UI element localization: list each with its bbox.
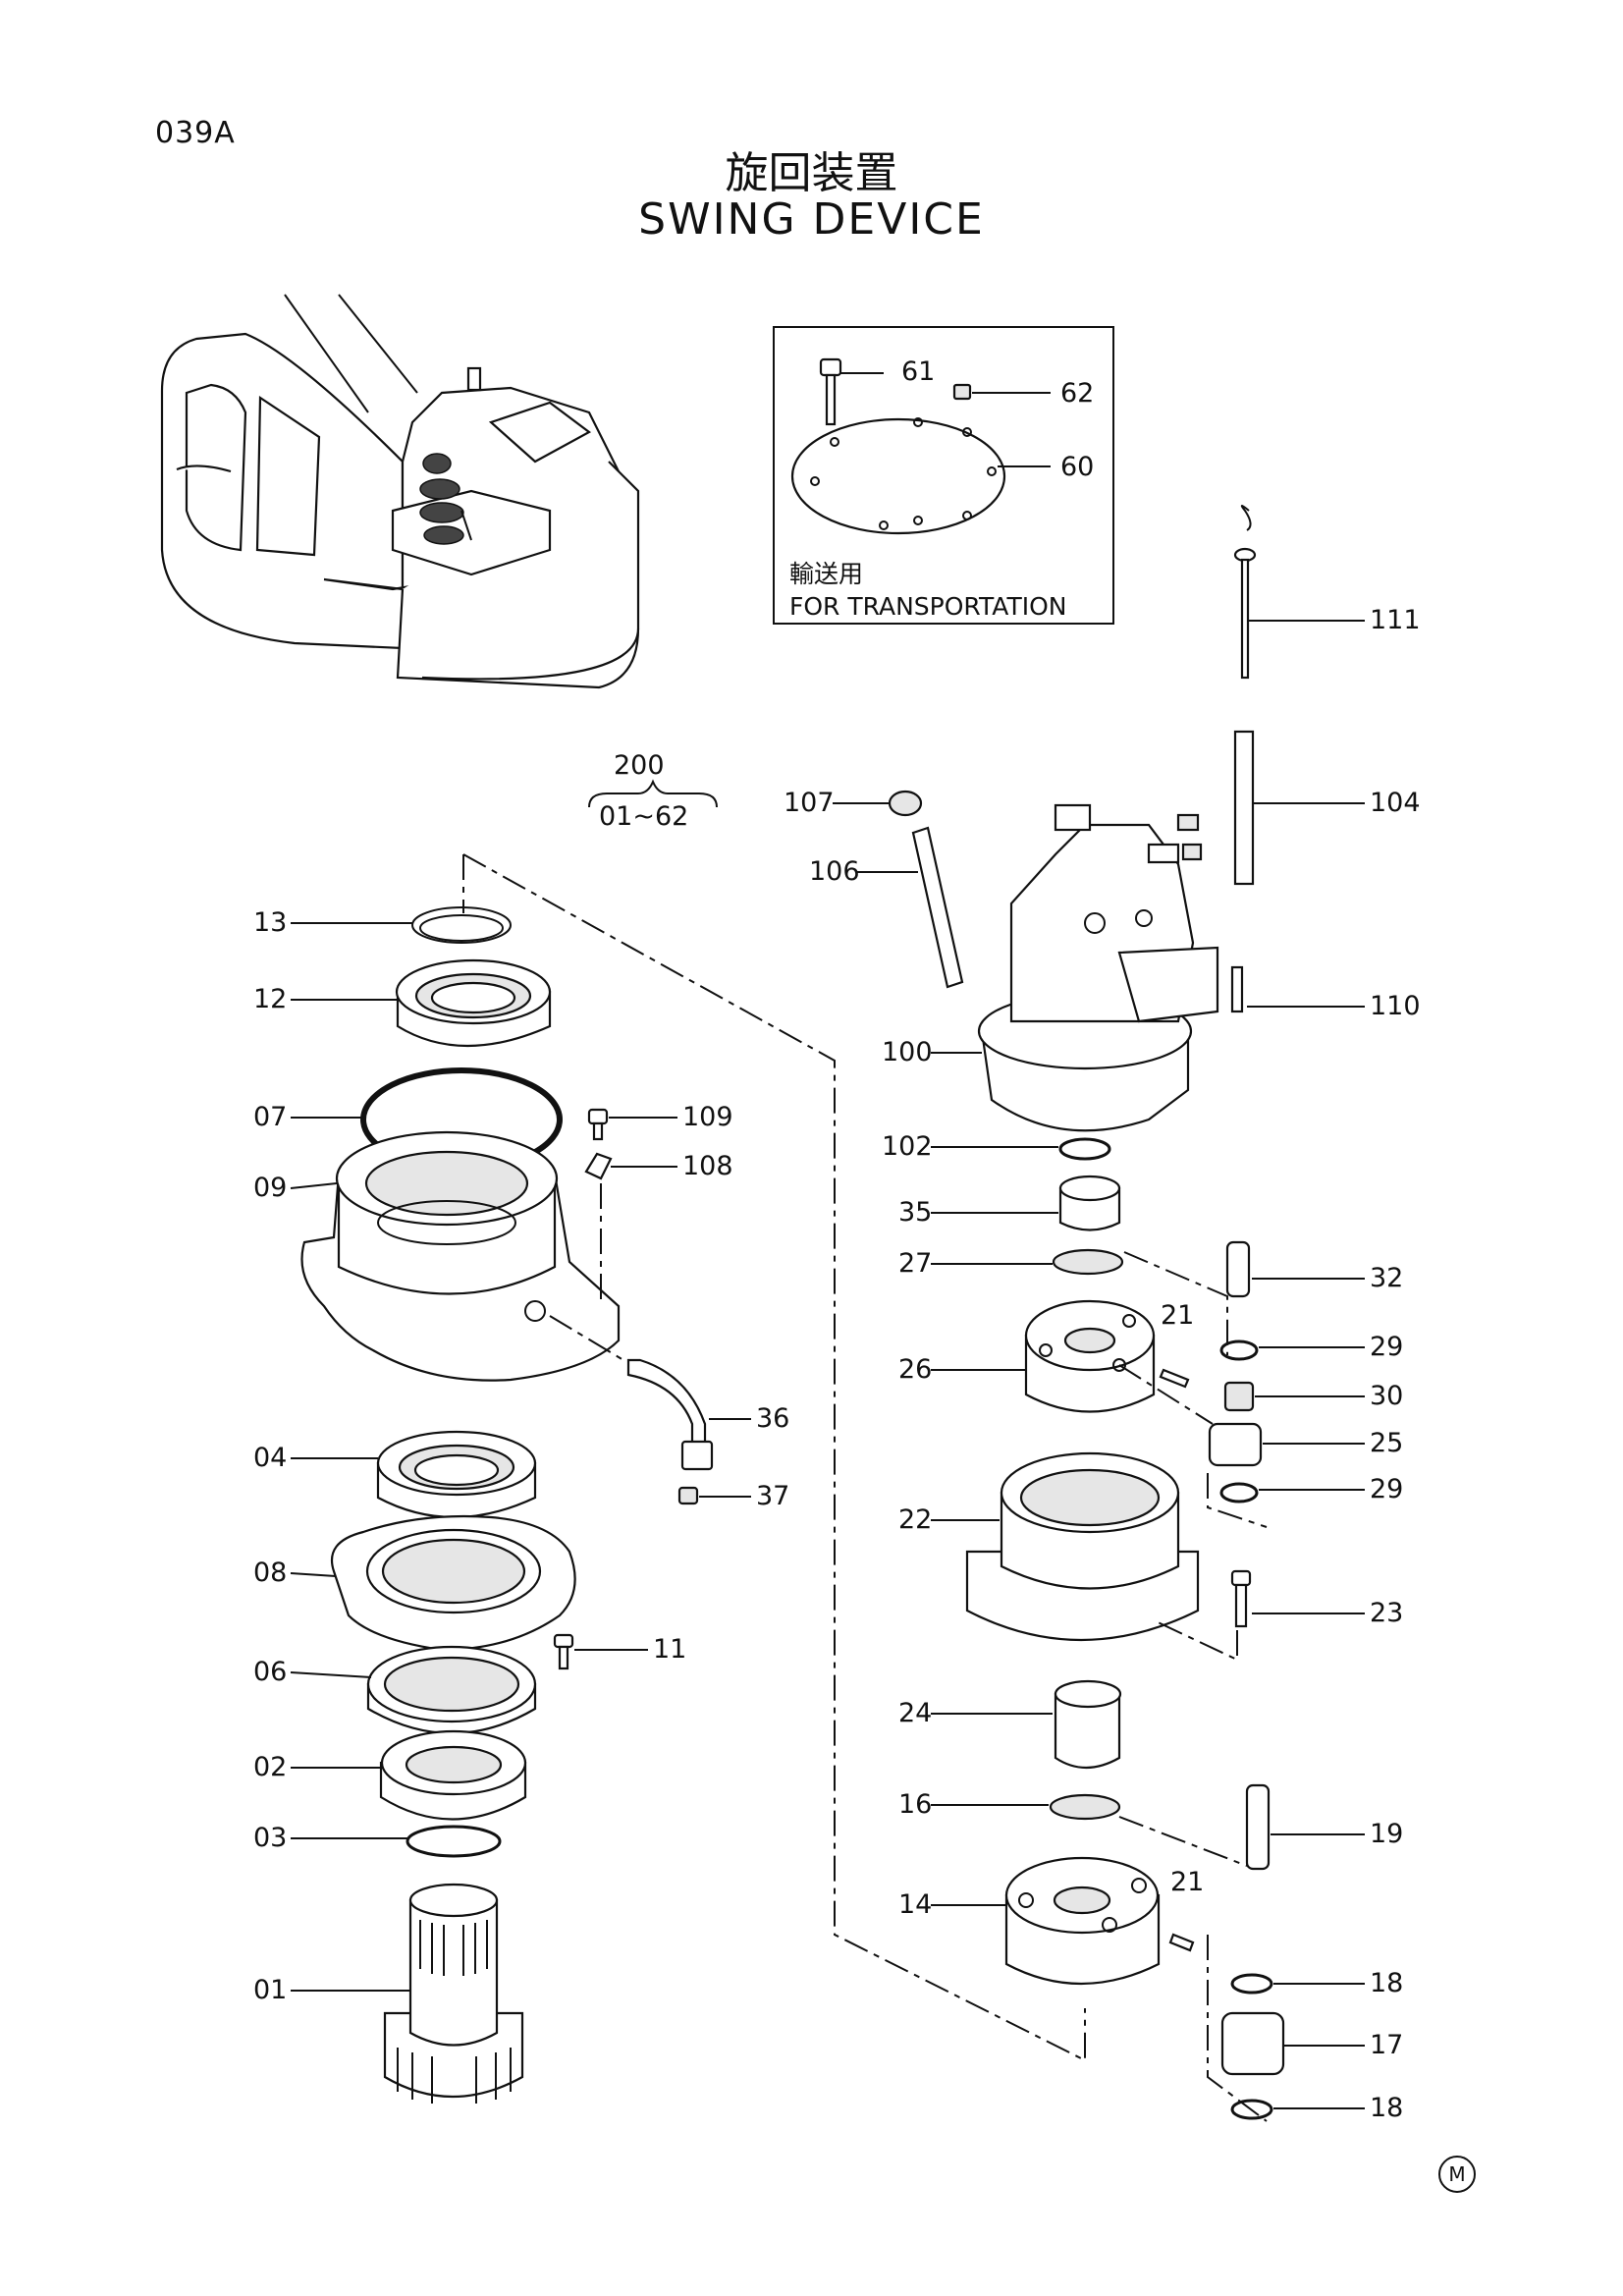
part-106-pipe [911,826,964,989]
callout-18-lower: 18 [1370,2093,1404,2123]
callout-07: 07 [253,1102,288,1132]
callout-16: 16 [898,1789,933,1820]
part-08-flange [330,1514,576,1652]
callout-11: 11 [653,1634,687,1665]
callout-01: 01 [253,1975,288,2005]
part-104-pipe [1233,730,1255,886]
callout-61: 61 [901,356,936,387]
part-19-pin [1245,1783,1271,1871]
callout-104: 104 [1370,788,1421,818]
part-29-washer-upper [1219,1339,1259,1361]
callout-100: 100 [882,1037,933,1067]
excavator-thumbnail [160,294,640,689]
assembly-number: 200 [614,750,665,781]
part-02-collar [379,1729,527,1821]
part-27-plate [1052,1248,1124,1276]
part-21-spring-pin-upper [1159,1368,1190,1389]
callout-18-upper: 18 [1370,1968,1404,1998]
part-102-shim [1058,1137,1111,1161]
part-17-planet-gear [1220,2011,1285,2076]
callout-62: 62 [1060,378,1095,409]
callout-19: 19 [1370,1819,1404,1849]
part-32-pin [1225,1240,1251,1298]
centerline-frame [462,853,1086,2062]
callout-107: 107 [784,788,835,818]
callout-111: 111 [1370,605,1421,635]
callout-24: 24 [898,1698,933,1728]
callout-06: 06 [253,1657,288,1687]
title-japanese: 旋回装置 [725,148,898,198]
callout-25: 25 [1370,1428,1404,1458]
callout-08: 08 [253,1558,288,1588]
part-29-washer-lower [1219,1482,1259,1503]
circled-m-mark: M [1438,2156,1476,2193]
part-100-swing-motor [977,803,1244,1132]
inset-caption-jp: 輸送用 [789,560,864,588]
inset-caption-en: FOR TRANSPORTATION [789,592,1067,621]
part-12-bearing [395,958,552,1047]
part-16-plate [1049,1793,1121,1821]
callout-09: 09 [253,1173,288,1203]
callout-23: 23 [1370,1598,1404,1628]
small-fasteners-left [549,1108,714,1670]
callout-110: 110 [1370,991,1421,1021]
page-code: 039A [155,116,236,150]
callout-14: 14 [898,1889,933,1920]
part-18-washer-upper [1230,1973,1273,1995]
callout-27: 27 [898,1248,933,1279]
part-107-plug [888,790,923,817]
part-09-housing [300,1130,621,1382]
part-04-bearing [376,1430,537,1519]
callout-106: 106 [809,856,860,887]
callout-04: 04 [253,1443,288,1473]
part-35-gear [1058,1175,1121,1231]
part-03-o-ring [406,1825,502,1858]
callout-29-upper: 29 [1370,1332,1404,1362]
callout-21-lower: 21 [1170,1867,1205,1897]
callout-36: 36 [756,1403,790,1434]
callout-26: 26 [898,1354,933,1385]
callout-21-upper: 21 [1161,1300,1195,1331]
transport-inset [773,326,1114,625]
part-22-ring-gear [965,1451,1200,1642]
callout-02: 02 [253,1752,288,1782]
callout-108: 108 [682,1151,733,1181]
callout-17: 17 [1370,2030,1404,2060]
callout-32: 32 [1370,1263,1404,1293]
part-06-seal [366,1645,537,1735]
callout-60: 60 [1060,452,1095,482]
callout-03: 03 [253,1823,288,1853]
callout-102: 102 [882,1131,933,1162]
callout-35: 35 [898,1197,933,1228]
part-24-sun-gear [1054,1679,1122,1769]
part-30-needle-bearing [1223,1381,1255,1412]
callout-30: 30 [1370,1381,1404,1411]
part-23-bolt [1153,1569,1252,1662]
part-13-snap-ring [411,906,512,944]
title-english: SWING DEVICE [638,194,985,245]
lower-planet-link-lines [1118,1816,1268,2122]
assembly-range: 01~62 [599,801,689,832]
part-26-carrier [1024,1299,1156,1413]
part-01-shaft [383,1883,524,2104]
assembly-brace [588,779,718,808]
callout-109: 109 [682,1102,733,1132]
callout-29-lower: 29 [1370,1474,1404,1504]
part-14-carrier [1004,1856,1161,1985]
part-21-spring-pin-lower [1168,1933,1195,1952]
planet-set-link-lines [1118,1251,1268,1528]
callout-12: 12 [253,984,288,1014]
part-111-dipstick [1233,505,1257,680]
callout-22: 22 [898,1504,933,1535]
part-25-planet-gear [1208,1422,1263,1467]
callout-13: 13 [253,907,288,938]
leader-lines [290,620,1365,2109]
part-18-washer-lower [1230,2099,1273,2120]
callout-37: 37 [756,1481,790,1511]
